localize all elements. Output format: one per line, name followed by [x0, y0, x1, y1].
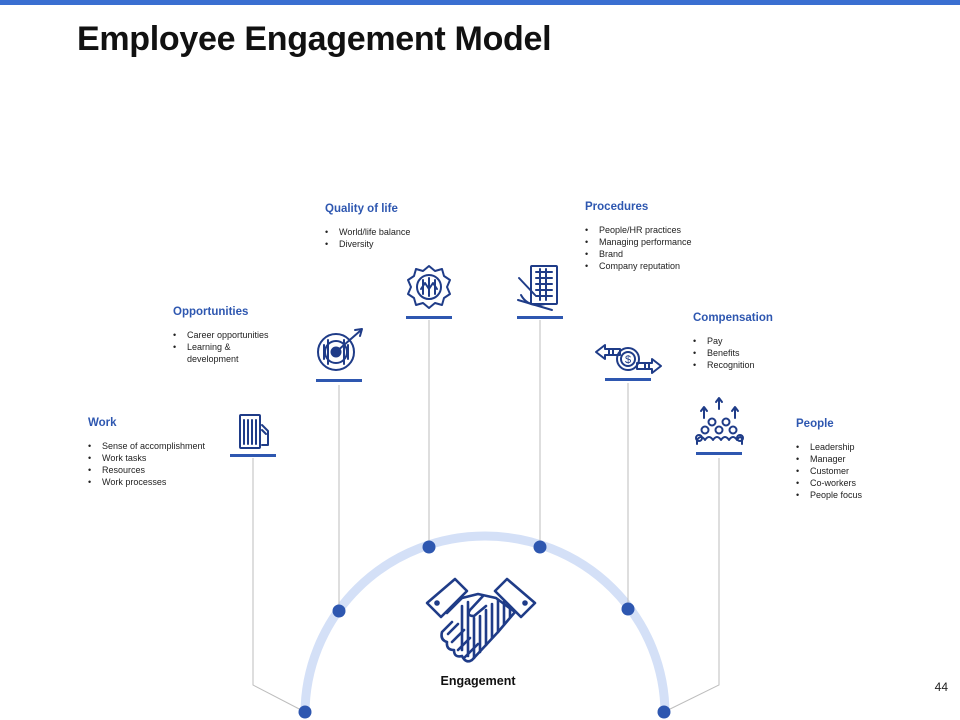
list-item: Work tasks	[88, 452, 205, 464]
document-list-icon	[239, 414, 269, 449]
node-heading: Compensation	[693, 312, 773, 324]
money-exchange-icon	[595, 344, 662, 374]
list-item: Resources	[88, 464, 205, 476]
target-icon	[317, 328, 363, 371]
list-item: Co-workers	[796, 477, 862, 489]
icon-base-compensation	[605, 378, 651, 381]
node-heading: Work	[88, 417, 117, 429]
node-list: People/HR practices Managing performance…	[585, 224, 692, 272]
list-item: Recognition	[693, 359, 773, 371]
node-list: Pay Benefits Recognition	[693, 335, 773, 371]
dollar-sign-glyph: $	[625, 354, 631, 366]
list-item: Pay	[693, 335, 773, 347]
list-item: development	[187, 354, 239, 364]
list-item: Managing performance	[585, 236, 692, 248]
node-heading: Opportunities	[173, 306, 249, 318]
node-people: People Leadership Manager Customer Co-wo…	[796, 418, 862, 501]
node-heading: People	[796, 418, 834, 430]
icon-base-procedures	[517, 316, 563, 319]
balance-badge-icon	[407, 265, 451, 309]
list-item: Company reputation	[585, 260, 692, 272]
node-list: Sense of accomplishment Work tasks Resou…	[88, 440, 205, 488]
connector-people	[663, 458, 720, 713]
node-opportunities: Opportunities Career opportunities Learn…	[173, 306, 269, 365]
list-item: Leadership	[796, 441, 862, 453]
arc-dot-compensation	[621, 602, 635, 616]
icon-base-quality-of-life	[406, 316, 452, 319]
arc-dot-people	[657, 705, 671, 719]
icon-base-opportunities	[316, 379, 362, 382]
node-heading: Procedures	[585, 201, 649, 213]
arc-dot-opportunities	[332, 604, 346, 618]
node-compensation: Compensation Pay Benefits Recognition	[693, 312, 773, 371]
engagement-arc	[300, 531, 670, 719]
icon-base-work	[230, 454, 276, 457]
page-title: Employee Engagement Model	[77, 20, 552, 58]
handshake-icon	[425, 577, 537, 663]
arc-dot-work	[298, 705, 312, 719]
list-item: Brand	[585, 248, 692, 260]
arc-dot-quality-of-life	[422, 540, 436, 554]
list-item: Diversity	[325, 238, 410, 250]
center-label: Engagement	[440, 674, 516, 688]
people-growth-icon	[695, 397, 744, 445]
top-accent-bar	[0, 0, 960, 5]
list-item: Learning &	[173, 341, 269, 353]
node-work: Work Sense of accomplishment Work tasks …	[88, 417, 205, 488]
node-heading: Quality of life	[325, 203, 398, 215]
page-number: 44	[934, 680, 948, 694]
arc-dot-procedures	[533, 540, 547, 554]
list-item: World/life balance	[325, 226, 410, 238]
list-item: Manager	[796, 453, 862, 465]
node-list: World/life balance Diversity	[325, 226, 410, 250]
icon-base-people	[696, 452, 742, 455]
list-item: People focus	[796, 489, 862, 501]
list-item: People/HR practices	[585, 224, 692, 236]
list-item: Career opportunities	[173, 329, 269, 341]
node-list: Career opportunities Learning & developm…	[173, 329, 269, 365]
node-list: Leadership Manager Customer Co-workers P…	[796, 441, 862, 501]
node-procedures: Procedures People/HR practices Managing …	[585, 201, 692, 272]
connector-work	[252, 458, 306, 713]
list-item: Sense of accomplishment	[88, 440, 205, 452]
node-quality-of-life: Quality of life World/life balance Diver…	[325, 203, 410, 250]
list-item: Customer	[796, 465, 862, 477]
list-item: Work processes	[88, 476, 205, 488]
checklist-icon	[517, 265, 558, 311]
list-item: Benefits	[693, 347, 773, 359]
